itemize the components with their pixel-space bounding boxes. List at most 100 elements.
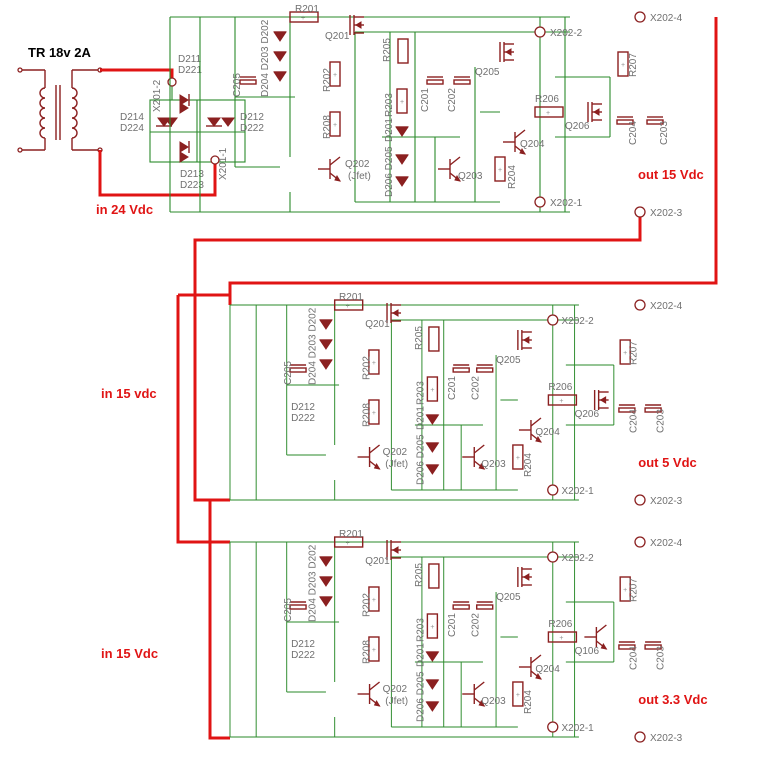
q201-label: Q201 (325, 31, 350, 42)
q205-label: Q205 (496, 355, 521, 366)
zener-1 (319, 556, 333, 567)
zener-1 (273, 31, 287, 42)
d201-label: D201 (416, 406, 427, 430)
svg-text:+: + (430, 624, 434, 631)
c205-label: C205 (283, 598, 294, 622)
c205-label: C205 (283, 361, 294, 385)
r203 (426, 613, 439, 639)
pin-x202-4[interactable] (634, 536, 646, 548)
q203-label: Q203 (458, 171, 483, 182)
pin-x202-4[interactable] (634, 11, 646, 23)
x202-4-label: X202-4 (650, 538, 683, 549)
pin-x202-2[interactable] (534, 26, 546, 38)
zeners-label: D204 D203 D202 (260, 19, 271, 97)
r204 (494, 156, 506, 182)
d212-label: D212 (291, 402, 315, 413)
r203 (396, 88, 408, 114)
r206-label: R206 (548, 382, 572, 393)
c201 (452, 364, 470, 373)
r205 (428, 563, 440, 589)
c201 (452, 601, 470, 610)
r204 (512, 681, 524, 707)
pin-x202-1[interactable] (547, 721, 559, 733)
pin-x202-1[interactable] (547, 484, 559, 496)
q204 (518, 654, 542, 680)
output-label-stage1: out 15 Vdc (638, 167, 704, 182)
jfet-label: (Jfet) (348, 171, 371, 182)
r203-label: R203 (416, 618, 427, 642)
r207-label: R207 (628, 53, 639, 77)
q203-label: Q203 (481, 459, 506, 470)
svg-text:+: + (372, 410, 376, 417)
r203-label: R203 (384, 93, 395, 117)
d211-label: D211 (178, 54, 202, 65)
r201-label: R201 (295, 4, 319, 15)
c203-label: C203 (656, 409, 667, 433)
pin-x202-3[interactable] (634, 206, 646, 218)
c205 (289, 364, 307, 373)
q201-label: Q201 (365, 556, 390, 567)
d221-label: D221 (178, 65, 202, 76)
zener-3 (319, 596, 333, 607)
pin-x202-3[interactable] (634, 731, 646, 743)
svg-text:+: + (516, 692, 520, 699)
svg-text:+: + (333, 72, 337, 79)
q205 (517, 567, 532, 587)
svg-text:+: + (623, 587, 627, 594)
r207 (619, 339, 631, 365)
svg-text:+: + (333, 122, 337, 129)
q203 (438, 156, 462, 182)
c204 (616, 116, 634, 125)
led-1 (425, 679, 440, 690)
c203-label: C203 (659, 121, 670, 145)
jfet-label: (Jfet) (385, 459, 408, 470)
r202 (368, 349, 380, 375)
d201 (425, 414, 440, 425)
r205 (397, 38, 409, 64)
c203 (646, 116, 664, 125)
svg-text:+: + (372, 647, 376, 654)
pass-label: Q206 (575, 409, 600, 420)
pin-x202-3[interactable] (634, 494, 646, 506)
d201 (395, 126, 409, 137)
d223-label: D223 (180, 180, 204, 191)
d201 (425, 651, 440, 662)
svg-text:+: + (623, 350, 627, 357)
q204-label: Q204 (520, 139, 545, 150)
r208-label: R208 (362, 640, 373, 664)
c203-label: C203 (656, 646, 667, 670)
c204-label: C204 (628, 121, 639, 145)
c202 (453, 76, 471, 85)
c202 (476, 364, 494, 373)
r206-label: R206 (535, 94, 559, 105)
c202-label: C202 (471, 613, 482, 637)
q204-label: Q204 (535, 427, 560, 438)
q201 (349, 15, 364, 35)
pin-x202-2[interactable] (547, 551, 559, 563)
x201-2-label: X201-2 (152, 79, 163, 112)
r207-label: R207 (629, 341, 640, 365)
led-2 (395, 176, 409, 187)
transformer: TR 18v 2A (17, 45, 103, 153)
r206 (547, 631, 578, 643)
zener-1 (319, 319, 333, 330)
pin-x202-2[interactable] (547, 314, 559, 326)
x202-4-label: X202-4 (650, 301, 683, 312)
q203 (462, 444, 486, 470)
svg-text:+: + (400, 99, 404, 106)
x202-1-label: X202-1 (561, 486, 594, 497)
pin-x202-4[interactable] (634, 299, 646, 311)
q205-label: Q205 (496, 592, 521, 603)
d212-label: D212 (291, 639, 315, 650)
q202 (357, 681, 381, 707)
q202-label: Q202 (383, 684, 408, 695)
c205-label: C205 (232, 73, 243, 97)
d201-label: D201 (416, 643, 427, 667)
q203-label: Q203 (481, 696, 506, 707)
r204-label: R204 (523, 690, 534, 714)
d213-label: D213 (180, 169, 204, 180)
pin-x202-1[interactable] (534, 196, 546, 208)
zener-2 (273, 51, 287, 62)
